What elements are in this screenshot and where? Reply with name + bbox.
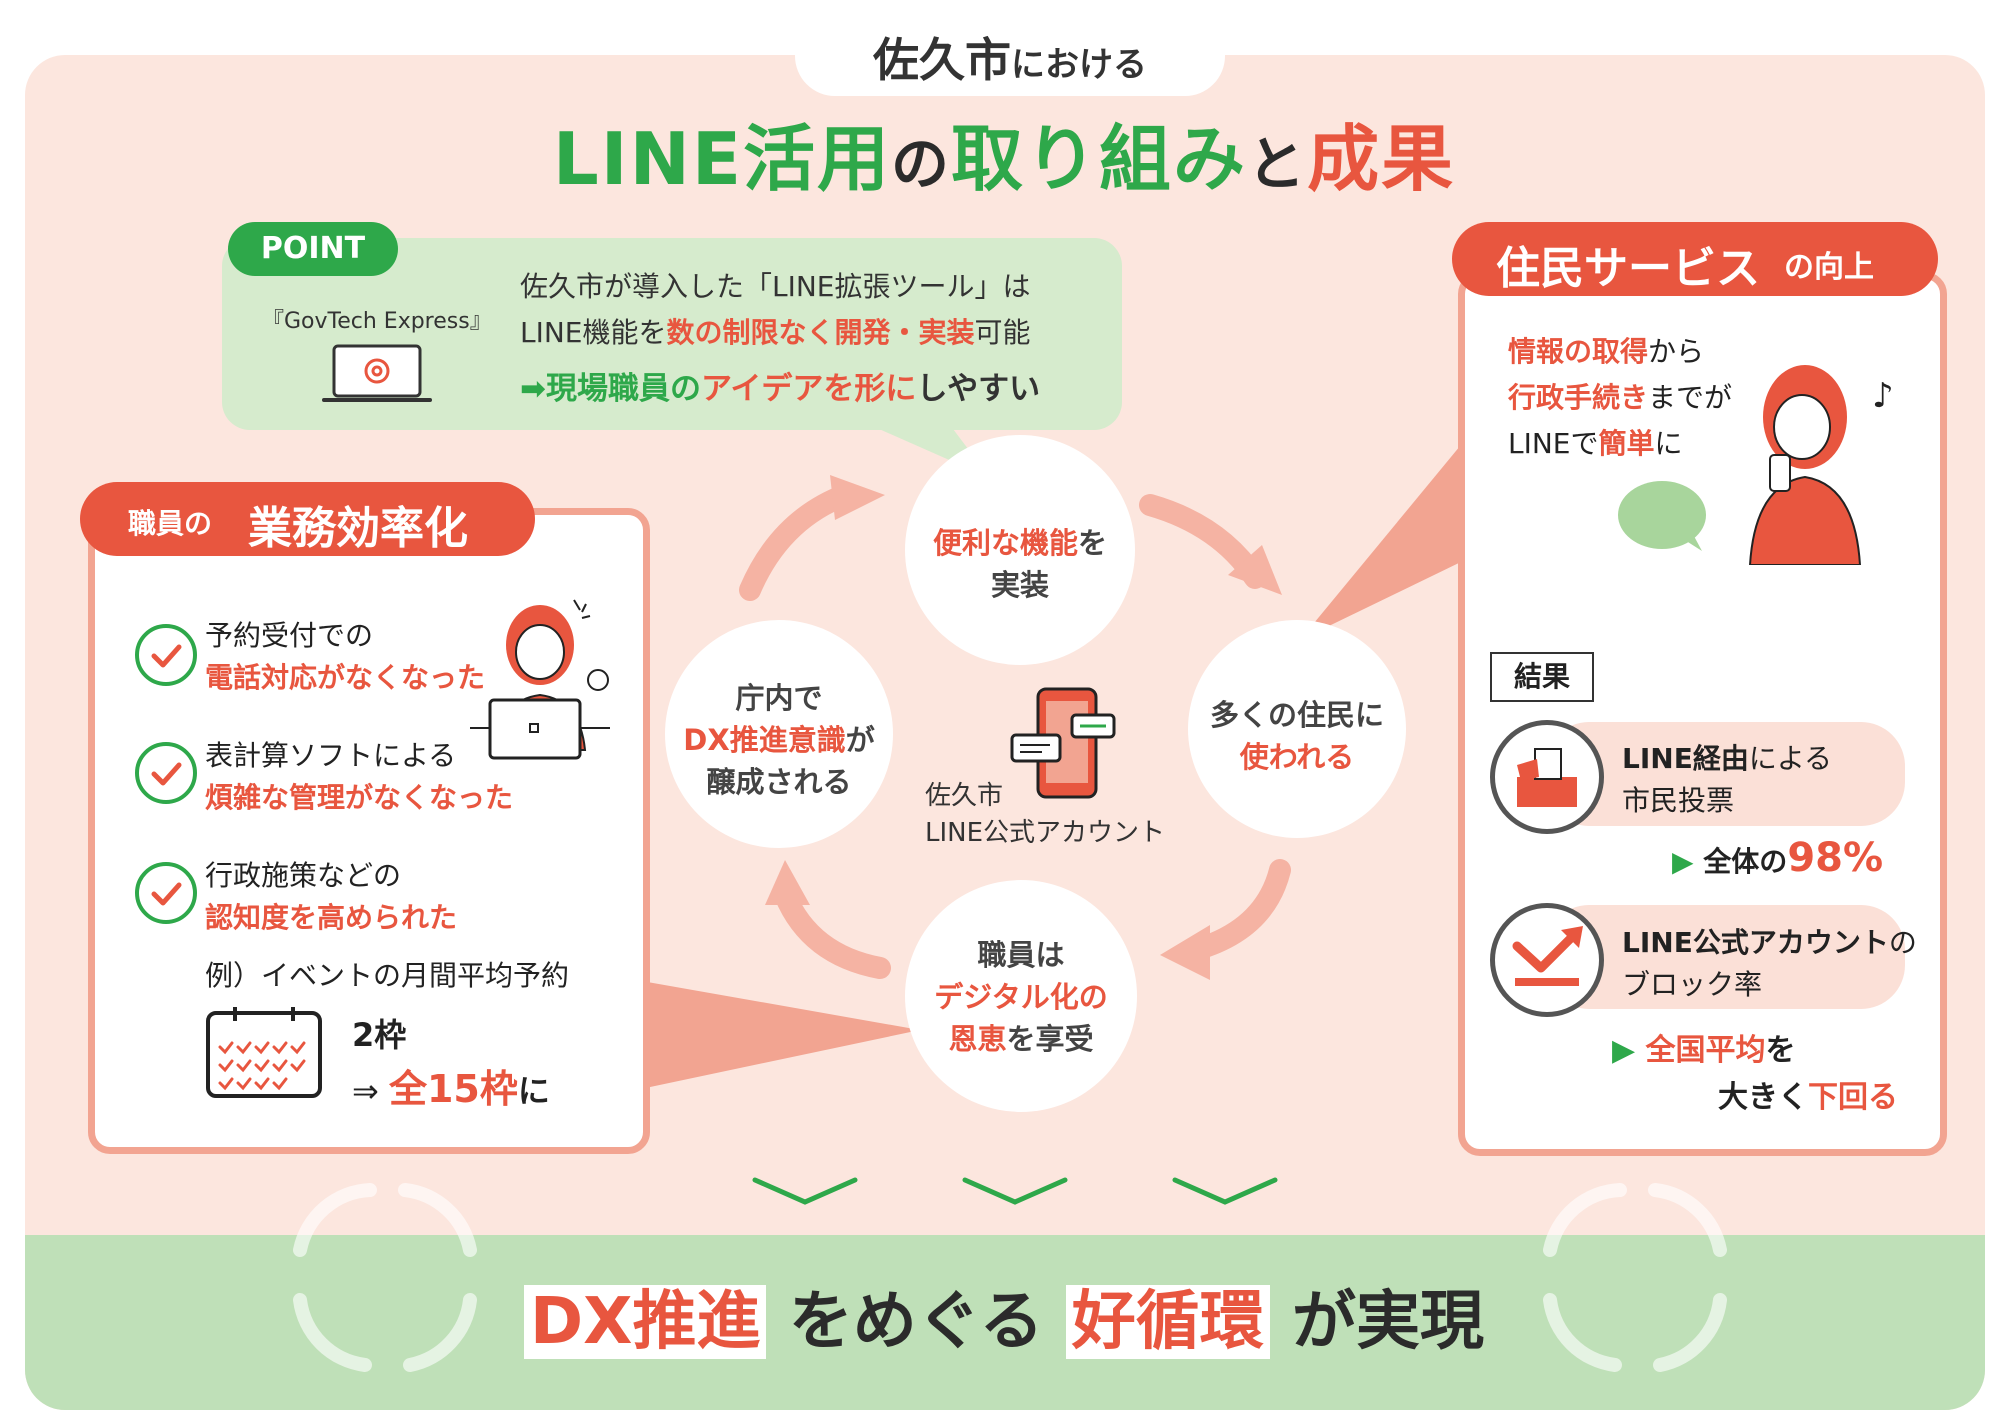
check-icon	[135, 742, 197, 804]
staff-item-1-line2: 電話対応がなくなった	[205, 661, 486, 694]
block-rate-pill	[1545, 905, 1905, 1009]
staff-item-3-line1: 行政施策などの	[205, 859, 402, 892]
block-rate-down-icon	[1490, 903, 1604, 1017]
arrowhead-4	[765, 860, 810, 905]
check-icon	[135, 624, 197, 686]
cycle-deco-icon	[293, 1293, 372, 1372]
cycle-deco-icon	[1648, 1183, 1727, 1257]
point-line-3: ➡現場職員のアイデアを形にしやすい	[520, 371, 1041, 407]
reservation-after: ⇒ 全15枠に	[352, 1067, 550, 1111]
product-name: 『GovTech Express』	[262, 309, 492, 334]
point-badge: POINT	[228, 222, 398, 276]
center-label-account: LINE公式アカウント	[925, 818, 1166, 848]
chevron-down-icon	[752, 1177, 858, 1205]
laptop-gear-icon	[322, 344, 432, 402]
vote-result: ▶ 全体の98%	[1672, 835, 1884, 881]
bottom-green-band	[25, 1235, 1985, 1410]
result-label: 結果	[1490, 652, 1594, 702]
cycle-deco-icon	[1543, 1183, 1627, 1257]
staff-item-2-line1: 表計算ソフトによる	[205, 739, 457, 772]
smartphone-chat-icon	[1010, 687, 1116, 799]
office-worker-illustration	[470, 599, 610, 760]
chevron-down-icon	[962, 1177, 1068, 1205]
block-result-line-2: 大きく下回る	[1718, 1080, 1898, 1115]
cycle-step-used-by-residents: 多くの住民に 使われる	[1188, 620, 1406, 838]
vote-pill	[1545, 722, 1905, 826]
page-title: LINE活用の取り組みと成果	[552, 117, 1456, 201]
cycle-deco-icon	[1653, 1293, 1727, 1372]
staff-efficiency-badge: 職員の 業務効率化	[80, 482, 535, 556]
title-city: 佐久市における	[873, 33, 1147, 87]
vote-line-1: LINE経由による	[1622, 742, 1832, 775]
resident-line-2: 行政手続きまでが	[1508, 381, 1733, 414]
bottom-message: DX推進 をめぐる 好循環 が実現	[0, 1270, 2008, 1362]
cycle-step-staff-benefit: 職員は デジタル化の 恩恵を享受	[905, 880, 1137, 1112]
point-line-1: 佐久市が導入した「LINE拡張ツール」は	[520, 270, 1031, 303]
ballot-box-icon	[1490, 720, 1604, 834]
arrowhead-2	[1228, 545, 1282, 595]
cycle-step-implement: 便利な機能を 実装	[905, 435, 1135, 665]
cycle-arrow-bottom-left	[774, 884, 891, 979]
staff-item-3-line2: 認知度を高められた	[205, 901, 458, 934]
point-line-2: LINE機能を数の制限なく開発・実装可能	[520, 316, 1031, 349]
title-tab	[795, 18, 1225, 96]
resident-with-phone-illustration: ♪	[1618, 365, 1894, 565]
check-icon	[135, 862, 197, 924]
cycle-deco-icon	[403, 1293, 477, 1372]
resident-services-badge: 住民サービス の向上	[1452, 222, 1938, 296]
resident-callout-tail	[1300, 440, 1465, 640]
cycle-step-dx-awareness: 庁内で DX推進意識が 醸成される	[665, 620, 893, 848]
staff-example: 例）イベントの月間平均予約	[205, 959, 570, 992]
vote-line-2: 市民投票	[1622, 784, 1735, 817]
resident-line-1: 情報の取得から	[1508, 335, 1705, 368]
staff-item-1-line1: 予約受付での	[205, 619, 374, 652]
cycle-arrow-left-top	[739, 484, 856, 601]
block-line-1: LINE公式アカウントの	[1622, 926, 1917, 959]
reservation-before: 2枠	[352, 1016, 407, 1054]
cycle-deco-icon	[1543, 1293, 1622, 1372]
center-label-city: 佐久市	[925, 781, 1004, 811]
arrowhead-3	[1160, 925, 1210, 980]
arrowhead-1	[830, 475, 885, 520]
block-result-line-1: ▶ 全国平均を	[1612, 1033, 1796, 1068]
resident-line-3: LINEで簡単に	[1508, 427, 1683, 460]
staff-item-2-line2: 煩雑な管理がなくなった	[205, 781, 514, 814]
cycle-deco-icon	[398, 1183, 477, 1257]
cycle-deco-icon	[293, 1183, 377, 1257]
music-note-icon: ♪	[1872, 376, 1894, 416]
staff-callout-tail	[636, 980, 920, 1090]
block-line-2: ブロック率	[1622, 968, 1763, 1001]
chevron-down-icon	[1172, 1177, 1278, 1205]
calendar-icon	[206, 1007, 322, 1098]
